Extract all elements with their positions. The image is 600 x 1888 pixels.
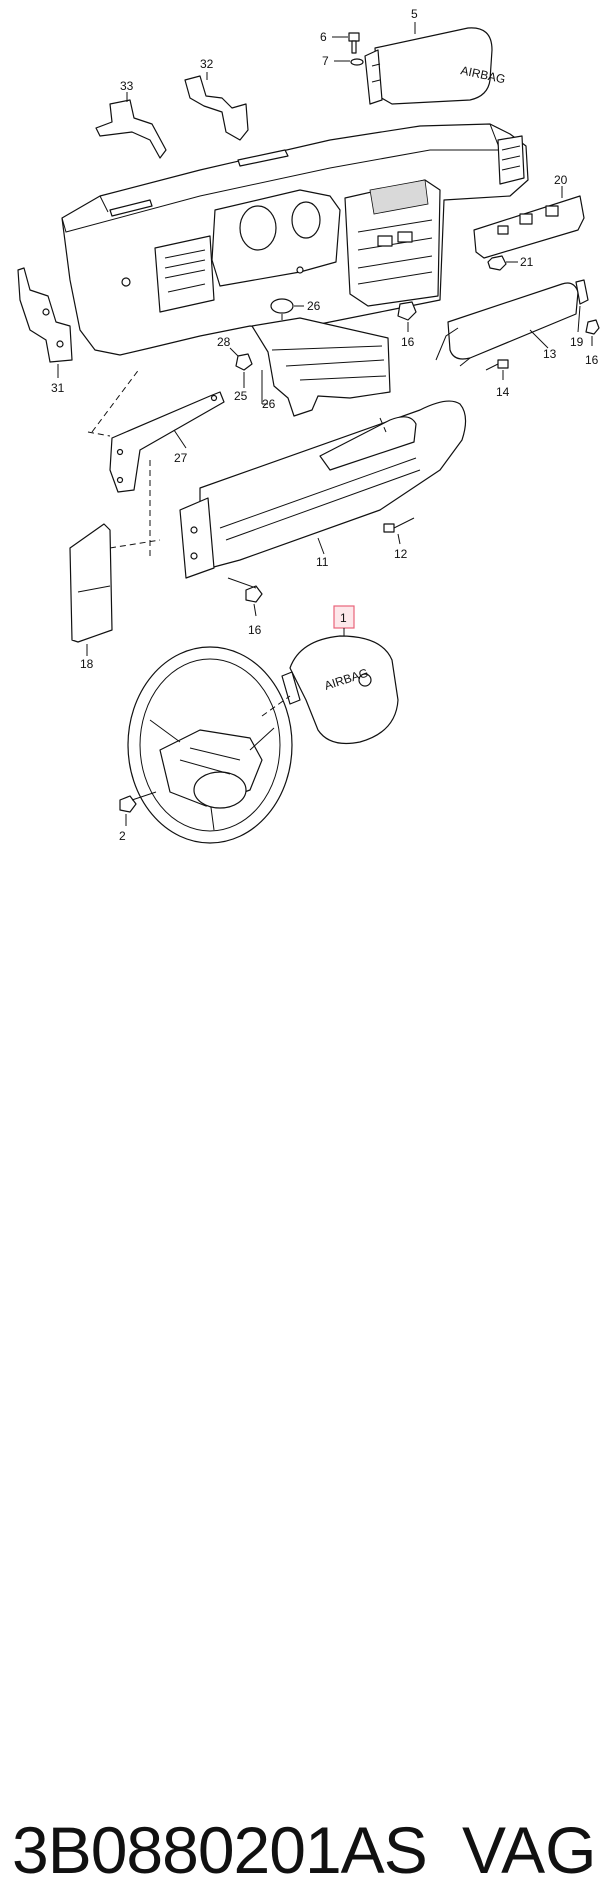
passenger-airbag-module: AIRBAG <box>364 27 507 105</box>
side-trim-18 <box>69 523 113 643</box>
callout-20: 20 <box>554 173 568 187</box>
driver-airbag-module: AIRBAG <box>281 635 399 745</box>
nut-16-right <box>585 319 600 335</box>
part-number: 3B0880201AS <box>12 1813 428 1887</box>
glovebox-cover-13 <box>435 282 579 367</box>
nut-28 <box>235 353 253 371</box>
lower-panel-11 <box>179 400 467 579</box>
nut-16-center <box>397 301 417 321</box>
bracket-32 <box>184 75 249 141</box>
bracket-20 <box>473 195 585 259</box>
steering-wheel <box>127 646 293 844</box>
callout-32: 32 <box>200 57 214 71</box>
nut-26 <box>270 298 294 314</box>
callout-25: 25 <box>234 389 248 403</box>
bolt-12 <box>383 517 415 533</box>
callout-26a: 26 <box>307 299 321 313</box>
dashboard-panel <box>61 123 529 356</box>
bolt-6 <box>348 32 360 54</box>
callout-16c: 16 <box>585 353 599 367</box>
bolt-16-lower <box>227 577 263 603</box>
callout-26b: 26 <box>262 397 276 411</box>
callout-2: 2 <box>119 829 126 843</box>
callout-1[interactable]: 1 <box>340 611 347 625</box>
callout-13: 13 <box>543 347 557 361</box>
bolt-2 <box>119 791 157 813</box>
callout-18: 18 <box>80 657 94 671</box>
washer-7 <box>350 58 364 66</box>
maker-label: VAG <box>462 1813 597 1887</box>
callout-11: 11 <box>316 555 329 569</box>
footer: 3B0880201AS VAG <box>0 900 600 1887</box>
callout-6: 6 <box>320 30 327 44</box>
center-bracket-26 <box>251 317 391 417</box>
callout-16a: 16 <box>401 335 415 349</box>
callout-5: 5 <box>411 7 418 21</box>
callout-21: 21 <box>520 255 534 269</box>
bracket-33 <box>95 99 167 159</box>
clip-19 <box>575 279 589 305</box>
nut-21 <box>487 255 507 271</box>
exploded-parts-diagram: AIRBAG 5 6 7 32 33 <box>17 7 600 844</box>
callout-27: 27 <box>174 451 188 465</box>
bolt-14 <box>485 359 509 371</box>
callout-31: 31 <box>51 381 65 395</box>
side-bracket-31 <box>17 267 73 363</box>
callout-7: 7 <box>322 54 329 68</box>
callout-14: 14 <box>496 385 510 399</box>
callout-28: 28 <box>217 335 231 349</box>
callout-12: 12 <box>394 547 408 561</box>
bracket-27 <box>109 391 225 493</box>
callout-16b: 16 <box>248 623 262 637</box>
callout-19: 19 <box>570 335 584 349</box>
callout-33: 33 <box>120 79 134 93</box>
